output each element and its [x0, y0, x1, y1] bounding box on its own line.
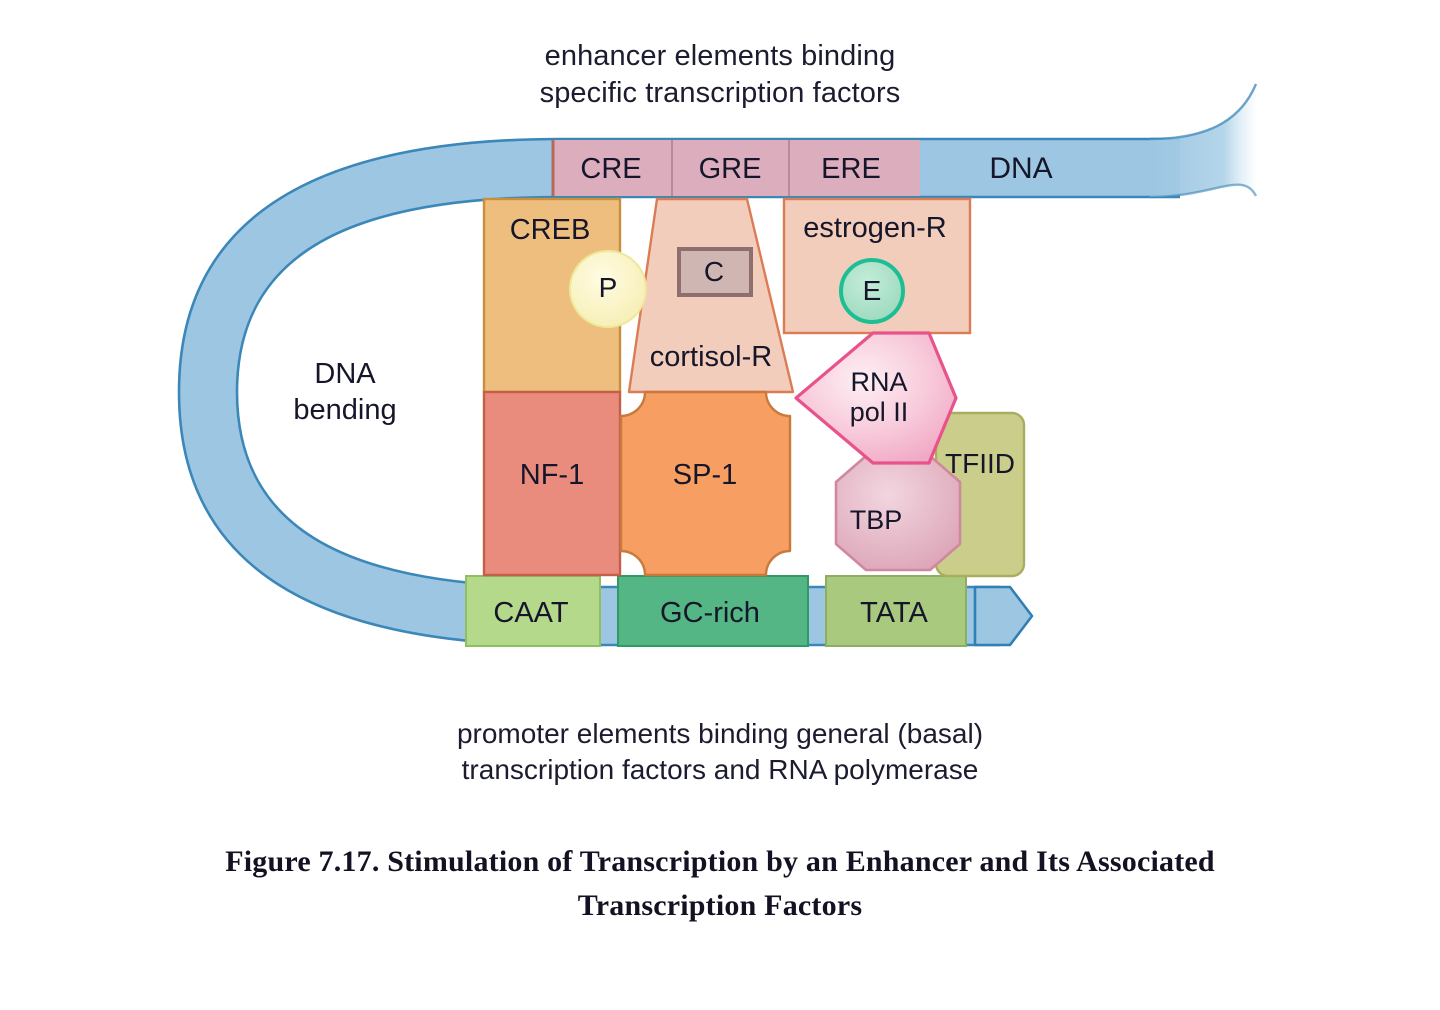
dna-top-tail-edge-bottom: [1149, 183, 1258, 199]
figure-caption-line1: Figure 7.17. Stimulation of Transcriptio…: [225, 845, 1215, 878]
promoter-box-caat: [465, 575, 601, 647]
figure-caption: Figure 7.17. Stimulation of Transcriptio…: [60, 840, 1380, 927]
enhancer-element-band: [551, 140, 920, 196]
protein-tbp[interactable]: [834, 454, 962, 572]
protein-rna-pol-ii-body[interactable]: [794, 331, 958, 465]
promoter-element-band: [465, 575, 967, 647]
promoter-caption-line1: promoter elements binding general (basal…: [456, 718, 984, 749]
dna-arrowhead: [973, 585, 1034, 647]
transcription-factor-group: [482, 197, 1026, 578]
protein-nf-1[interactable]: [482, 390, 622, 577]
enhancer-caption-line2: specific transcription factors: [539, 77, 901, 110]
dna-top-tail-edge-top: [1149, 83, 1258, 141]
promoter-box-gcrich: [617, 575, 809, 647]
promoter-caption: promoter elements binding general (basal…: [0, 716, 1440, 788]
ligand-phosphate[interactable]: [569, 250, 647, 328]
dna-loop-edge-outer: [177, 137, 1180, 647]
ligand-cortisol[interactable]: [677, 247, 753, 297]
dna-top-tail: [1150, 84, 1256, 197]
dna-loop-band: [179, 139, 1180, 645]
protein-sp-1-body[interactable]: [619, 390, 792, 577]
enhancer-band-fill: [552, 140, 920, 196]
promoter-box-tata: [825, 575, 967, 647]
ligand-estrogen[interactable]: [839, 258, 905, 324]
figure-caption-line2: Transcription Factors: [577, 888, 863, 922]
enhancer-caption: enhancer elements binding specific trans…: [0, 38, 1440, 112]
enhancer-caption-line1: enhancer elements binding: [544, 40, 896, 72]
promoter-caption-line2: transcription factors and RNA polymerase: [461, 753, 979, 785]
dna-loop-edge-inner: [235, 195, 1180, 589]
ligand-group: [569, 247, 905, 328]
dna-backbone: [177, 83, 1258, 647]
